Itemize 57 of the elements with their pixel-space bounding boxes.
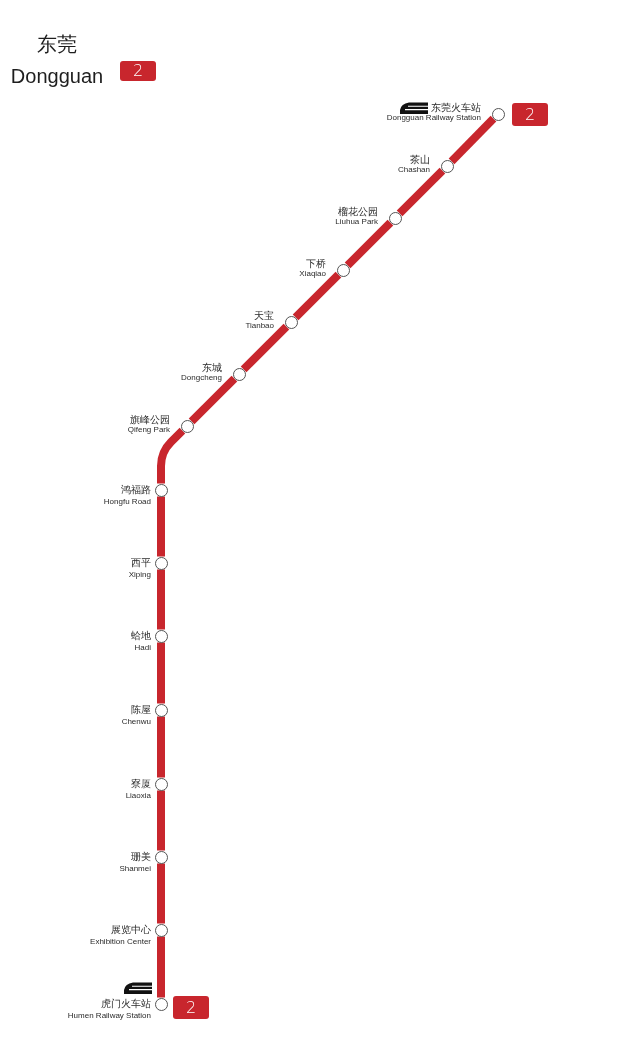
station-name: Qifeng Park: [127, 425, 170, 435]
station-name: Dongguan Railway Station: [386, 113, 481, 123]
station-circle: [154, 629, 168, 643]
station-name: 西平: [131, 557, 151, 569]
station-circle: [154, 483, 168, 497]
station-name: Shanmei: [119, 863, 151, 874]
station-name: Dongcheng: [181, 373, 222, 383]
station-name: Chashan: [397, 165, 430, 175]
station-name: 东城: [202, 362, 222, 373]
station-name: 下桥: [306, 258, 326, 269]
station-name: 展览中心: [111, 924, 151, 936]
metro-line: [344, 219, 394, 269]
station-name: 虎门火车站: [101, 998, 151, 1010]
metro-line: [157, 863, 165, 924]
station-name: Chenwu: [121, 716, 151, 727]
station-circle: [154, 556, 168, 570]
metro-line: [157, 496, 165, 557]
station-name: Hongfu Road: [103, 496, 151, 507]
station-name: 陈屋: [131, 704, 151, 716]
station-name: Tianbao: [245, 321, 274, 331]
station-name: 榴花公园: [338, 206, 378, 217]
map-title: 东莞 Dongguan: [9, 32, 105, 89]
metro-line: [157, 790, 165, 851]
station-name: 鸿福路: [121, 484, 151, 496]
station-name: 珊美: [131, 851, 151, 863]
station-name: Liaoxia: [125, 790, 151, 801]
station-name: 蛤地: [131, 630, 151, 642]
station-name: 茶山: [410, 154, 430, 165]
station-name: 寮厦: [131, 778, 151, 790]
metro-line: [157, 716, 165, 778]
station-circle: [154, 777, 168, 791]
metro-line: [157, 936, 165, 998]
station-circle: [154, 850, 168, 864]
line-number-badge: 2: [512, 103, 548, 126]
station-name: Liuhua Park: [335, 217, 378, 227]
metro-line: [157, 642, 165, 704]
station-name: 天宝: [254, 310, 274, 321]
station-name: 旗峰公园: [130, 414, 170, 425]
station-circle: [154, 923, 168, 937]
station-circle: [154, 997, 168, 1011]
station-name: Exhibition Center: [90, 936, 151, 947]
station-circle: [491, 107, 505, 121]
metro-line: [188, 375, 238, 425]
metro-line: [157, 569, 165, 630]
line-number-badge: 2: [120, 61, 156, 81]
metro-line: [240, 323, 290, 373]
station-name: 东莞火车站: [431, 102, 481, 113]
station-circle: [154, 703, 168, 717]
metro-line: [396, 167, 446, 217]
metro-line: [448, 115, 497, 165]
metro-line: [157, 427, 186, 484]
station-name: Xiping: [128, 569, 151, 580]
station-name: Xiaqiao: [299, 269, 326, 279]
station-name: Humen Railway Station: [67, 1010, 151, 1021]
metro-line: [292, 271, 342, 321]
station-name: Hadi: [134, 642, 151, 653]
line-number-badge: 2: [173, 996, 209, 1019]
